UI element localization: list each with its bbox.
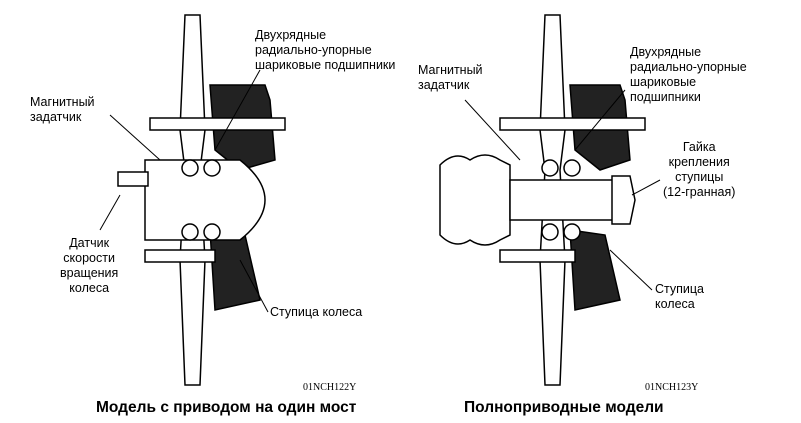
label-line: вращения [60, 266, 119, 280]
label-line: колеса [69, 281, 110, 295]
left-leader-bearing [214, 69, 261, 151]
label-line: скорости [63, 251, 115, 265]
right-leader-bearing [574, 89, 626, 151]
label-line: крепления [668, 155, 730, 169]
right-bearing-ball [563, 159, 581, 177]
left-hub-label: Ступица колеса [270, 305, 363, 319]
left-stud-upper [149, 117, 286, 131]
left-leader-magnet [109, 114, 161, 161]
left-sensor [117, 171, 149, 187]
right-hub-nut [611, 175, 636, 225]
right-nut-label: Гайка крепления ступицы (12-гранная) [663, 140, 735, 200]
label-line: задатчик [418, 78, 470, 92]
label-line: Двухрядные [255, 28, 327, 42]
label-line: задатчик [30, 110, 82, 124]
label-line: Гайка [682, 140, 716, 154]
label-line: Магнитный [30, 95, 95, 109]
left-leader-hub [239, 259, 269, 313]
right-leader-magnet [464, 99, 521, 161]
label-line: Датчик [69, 236, 110, 250]
right-leader-nut [631, 179, 661, 196]
left-bearing-ball [181, 223, 199, 241]
label-line: Ступица [655, 282, 705, 296]
left-knuckle-lower [209, 229, 261, 311]
right-caption: Полноприводные модели [464, 399, 664, 416]
left-figure-code: 01NCH122Y [303, 382, 357, 393]
left-stud-lower [144, 249, 216, 263]
right-stud-lower [499, 249, 576, 263]
left-caption: Модель с приводом на один мост [96, 399, 357, 416]
left-hub-body [144, 159, 266, 241]
label-line: Магнитный [418, 63, 483, 77]
right-bearing-ball [541, 223, 559, 241]
right-figure-code: 01NCH123Y [645, 382, 699, 393]
right-magnet-label: Магнитный задатчик [418, 63, 483, 93]
label-line: шариковые [630, 75, 697, 89]
right-stud-upper [499, 117, 646, 131]
label-line: ступицы [675, 170, 724, 184]
left-bearing-ball [181, 159, 199, 177]
left-bearing-ball [203, 159, 221, 177]
label-line: подшипники [630, 90, 701, 104]
left-bearings-label: Двухрядные радиально-упорные шариковые п… [255, 28, 395, 73]
right-leader-hub [609, 249, 653, 291]
left-sensor-arrow [99, 194, 121, 231]
left-hub-drawing [99, 14, 286, 386]
right-bearing-ball [563, 223, 581, 241]
left-bearing-ball [203, 223, 221, 241]
right-hub-label: Ступица колеса [655, 282, 704, 312]
right-knuckle-lower [569, 229, 621, 311]
left-sensor-label: Датчик скорости вращения колеса [60, 236, 118, 296]
right-bearing-ball [541, 159, 559, 177]
label-line: шариковые подшипники [255, 58, 396, 72]
right-bearings-label: Двухрядные радиально-упорные шариковые п… [630, 45, 747, 105]
right-cv-boot [439, 154, 511, 246]
right-hub-drawing [439, 14, 661, 386]
label-line: колеса [655, 297, 695, 311]
label-line: радиально-упорные [630, 60, 747, 74]
label-line: Двухрядные [630, 45, 702, 59]
label-line: радиально-упорные [255, 43, 372, 57]
right-shaft-splines [509, 179, 616, 221]
label-line: (12-гранная) [663, 185, 736, 199]
left-magnet-label: Магнитный задатчик [30, 95, 95, 125]
